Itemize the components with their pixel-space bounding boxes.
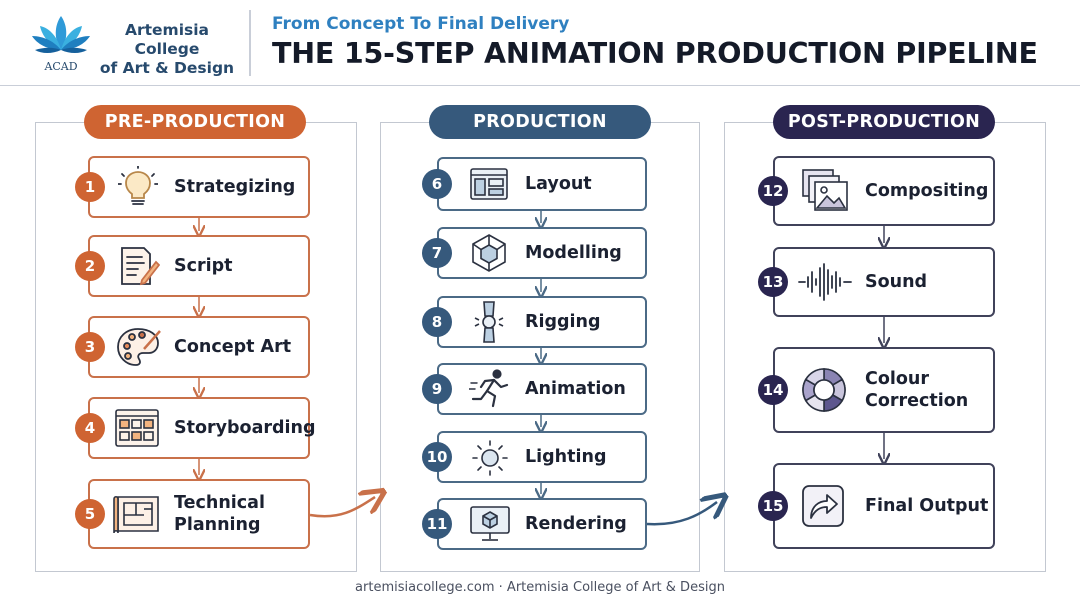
step-strategizing: Strategizing — [88, 156, 310, 218]
step-number-badge: 12 — [758, 176, 788, 206]
step-number-badge: 1 — [75, 172, 105, 202]
share-arrow-icon — [801, 484, 845, 528]
storyboard-icon — [114, 408, 160, 448]
step-rendering: Rendering — [437, 498, 647, 550]
step-number-badge: 8 — [422, 307, 452, 337]
step-compositing: Compositing — [773, 156, 995, 226]
step-storyboarding: Storyboarding — [88, 397, 316, 459]
script-page-icon — [118, 244, 160, 288]
running-figure-icon — [469, 369, 511, 409]
color-wheel-icon — [801, 367, 847, 413]
step-number-badge: 4 — [75, 413, 105, 443]
footer-credit: artemisiacollege.com · Artemisia College… — [355, 580, 725, 595]
step-label: Concept Art — [174, 337, 292, 357]
lightbulb-icon — [118, 166, 158, 208]
page-title: THE 15-STEP ANIMATION PRODUCTION PIPELIN… — [272, 37, 1038, 70]
step-script: Script — [88, 235, 310, 297]
joint-icon — [473, 300, 505, 344]
step-number-badge: 15 — [758, 491, 788, 521]
step-label: Script — [174, 256, 233, 276]
college-name: Artemisia College of Art & Design — [99, 21, 235, 77]
step-number-badge: 11 — [422, 509, 452, 539]
step-colour-correction: Colour Correction — [773, 347, 995, 433]
phase-label-post-production: POST-PRODUCTION — [773, 105, 995, 139]
step-label: Layout — [525, 174, 592, 194]
step-label: Storyboarding — [174, 418, 316, 438]
step-label: Compositing — [865, 181, 989, 201]
step-label: Animation — [525, 379, 626, 399]
sound-wave-icon — [797, 262, 853, 302]
step-sound: Sound — [773, 247, 995, 317]
svg-text:ACAD: ACAD — [43, 60, 77, 73]
header: ACAD Artemisia College of Art & Design F… — [0, 0, 1080, 86]
step-label: Strategizing — [174, 177, 296, 197]
step-technical-planning: Technical Planning — [88, 479, 310, 549]
step-number-badge: 6 — [422, 169, 452, 199]
step-label: Modelling — [525, 243, 622, 263]
step-modelling: Modelling — [437, 227, 647, 279]
step-layout: Layout — [437, 157, 647, 211]
college-logo: ACAD — [30, 10, 92, 74]
header-divider — [249, 10, 251, 76]
step-number-badge: 10 — [422, 442, 452, 472]
step-number-badge: 13 — [758, 267, 788, 297]
step-label: Technical Planning — [174, 493, 265, 535]
step-label: Lighting — [525, 447, 607, 467]
phase-label-production: PRODUCTION — [429, 105, 651, 139]
layout-grid-icon — [469, 167, 509, 201]
page-subtitle: From Concept To Final Delivery — [272, 14, 570, 34]
step-label: Rigging — [525, 312, 601, 332]
monitor-cube-icon — [469, 504, 511, 544]
step-number-badge: 2 — [75, 251, 105, 281]
phase-label-pre-production: PRE-PRODUCTION — [84, 105, 306, 139]
step-number-badge: 7 — [422, 238, 452, 268]
step-label: Rendering — [525, 514, 627, 534]
palette-icon — [116, 325, 162, 369]
step-label: Colour Correction — [865, 369, 969, 411]
step-concept-art: Concept Art — [88, 316, 310, 378]
blueprint-icon — [112, 493, 162, 535]
step-lighting: Lighting — [437, 431, 647, 483]
step-label: Sound — [865, 272, 928, 292]
step-number-badge: 3 — [75, 332, 105, 362]
step-animation: Animation — [437, 363, 647, 415]
step-label: Final Output — [865, 496, 989, 516]
step-number-badge: 9 — [422, 374, 452, 404]
step-number-badge: 5 — [75, 499, 105, 529]
lotus-logo-icon: ACAD — [32, 16, 90, 73]
image-layers-icon — [801, 168, 849, 214]
light-icon — [469, 437, 511, 477]
step-number-badge: 14 — [758, 375, 788, 405]
step-rigging: Rigging — [437, 296, 647, 348]
cube-icon — [469, 233, 509, 273]
step-final-output: Final Output — [773, 463, 995, 549]
